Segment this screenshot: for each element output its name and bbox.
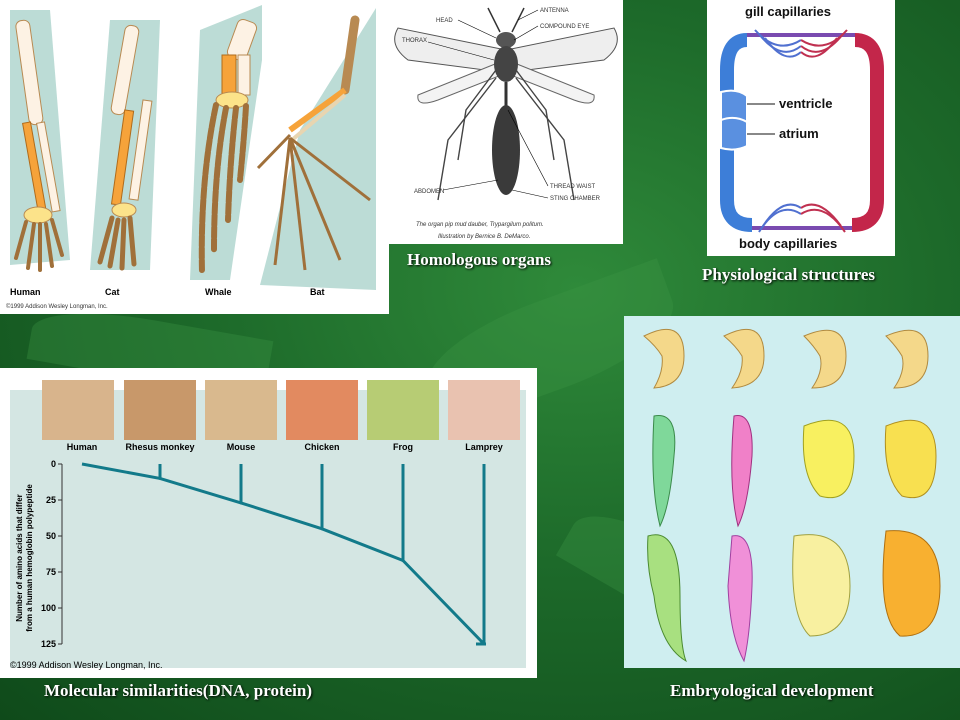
hemoglobin-chart-panel: 0 25 50 75 100 125 Number of amino acids that …: [0, 368, 537, 678]
homologous-limbs-panel: Human Cat Whale Bat ©1999 Addison Wesley…: [0, 0, 389, 314]
fish-embryo-middle-icon: [652, 415, 676, 528]
body-capillaries-icon: [752, 203, 852, 233]
embryo-row-middle: [652, 415, 937, 528]
gill-capillaries-icon: [747, 29, 855, 58]
salamander-embryo-early-icon: [723, 328, 765, 389]
human-embryo-late-icon: [882, 530, 941, 637]
data-point: [239, 501, 243, 505]
limb-label-human: Human: [10, 287, 41, 297]
limbs-copyright: ©1999 Addison Wesley Longman, Inc.: [6, 303, 108, 310]
data-point: [158, 476, 162, 480]
chicken-portrait-icon: [286, 380, 358, 440]
limb-label-bat: Bat: [310, 287, 325, 297]
label-body-capillaries: body capillaries: [739, 236, 837, 251]
insect-label-head: HEAD: [436, 18, 453, 24]
category-label: Frog: [393, 442, 413, 452]
frog-portrait-icon: [367, 380, 439, 440]
insect-label-sting-chamber: STING CHAMBER: [550, 196, 601, 202]
data-point: [401, 558, 405, 562]
data-point: [320, 527, 324, 531]
category-label: Rhesus monkey: [125, 442, 194, 452]
bat-wing-icon: [256, 15, 371, 271]
fish-embryo-late-icon: [647, 534, 687, 663]
y-tick-label: 125: [41, 639, 56, 649]
circulation-diagram: gill capillaries ventricle atrium body c…: [720, 4, 884, 251]
embryo-row-early: [643, 328, 929, 389]
embryo-illustration: [643, 328, 941, 663]
label-atrium: atrium: [779, 126, 819, 141]
animal-portraits: [42, 380, 520, 440]
embryo-row-late: [647, 530, 941, 663]
whale-flipper-icon: [198, 18, 258, 275]
heart-circulation-panel: gill capillaries ventricle atrium body c…: [707, 0, 895, 256]
insect-caption-line1: The organ pip mud dauber, Trypargilum po…: [416, 222, 544, 228]
heart-icon: [720, 89, 748, 151]
y-axis-label-line2: from a human hemoglobin polypeptide: [25, 484, 34, 632]
y-tick-label: 0: [51, 459, 56, 469]
insect-panel: HEAD ANTENNA COMPOUND EYE THORAX ABDOMEN…: [388, 0, 623, 244]
chick-embryo-middle-icon: [802, 419, 855, 498]
category-label: Chicken: [304, 442, 339, 452]
wasp-icon: [394, 7, 618, 201]
caption-physiological-structures: Physiological structures: [702, 265, 875, 284]
limbs-illustration: Human Cat Whale Bat ©1999 Addison Wesley…: [6, 5, 376, 310]
category-label: Mouse: [227, 442, 256, 452]
insect-illustration: HEAD ANTENNA COMPOUND EYE THORAX ABDOMEN…: [394, 7, 618, 240]
limb-label-whale: Whale: [205, 287, 232, 297]
insect-label-antenna: ANTENNA: [540, 8, 569, 14]
divergence-line: [81, 462, 486, 646]
embryo-panel: [624, 316, 960, 668]
caption-homologous-organs: Homologous organs: [407, 250, 552, 269]
human-embryo-middle-icon: [884, 419, 937, 498]
category-label: Lamprey: [465, 442, 503, 452]
human-embryo-early-icon: [885, 329, 929, 389]
insect-caption-line2: Illustration by Bernice B. DeMarco.: [438, 234, 530, 240]
insect-label-compound-eye: COMPOUND EYE: [540, 24, 589, 30]
cat-leg-icon: [97, 24, 153, 271]
limb-label-cat: Cat: [105, 287, 120, 297]
chart-copyright: ©1999 Addison Wesley Longman, Inc.: [10, 660, 163, 670]
insect-label-abdomen: ABDOMEN: [414, 189, 444, 195]
salamander-embryo-middle-icon: [731, 415, 753, 528]
mouse-portrait-icon: [205, 380, 277, 440]
human-arm-icon: [14, 19, 64, 272]
y-axis-label-line1: Number of amino acids that differ: [15, 494, 24, 622]
rhesus-monkey-portrait-icon: [124, 380, 196, 440]
label-ventricle: ventricle: [779, 96, 832, 111]
y-tick-label: 25: [46, 495, 56, 505]
human-portrait-icon: [42, 380, 114, 440]
hemoglobin-cladogram-chart: 0 25 50 75 100 125 Number of amino acids that …: [10, 380, 526, 670]
caption-molecular-similarities: Molecular similarities(DNA, protein): [44, 681, 313, 700]
insect-label-thread-waist: THREAD WAIST: [550, 184, 595, 190]
lamprey-portrait-icon: [448, 380, 520, 440]
salamander-embryo-late-icon: [727, 535, 753, 663]
chick-embryo-early-icon: [803, 329, 847, 389]
insect-label-thorax: THORAX: [402, 38, 427, 44]
chick-embryo-late-icon: [792, 534, 851, 637]
y-tick-label: 75: [46, 567, 56, 577]
y-tick-label: 100: [41, 603, 56, 613]
y-tick-label: 50: [46, 531, 56, 541]
caption-embryological-development: Embryological development: [670, 681, 874, 700]
category-label: Human: [67, 442, 98, 452]
fish-embryo-early-icon: [643, 328, 685, 389]
label-gill-capillaries: gill capillaries: [745, 4, 831, 19]
